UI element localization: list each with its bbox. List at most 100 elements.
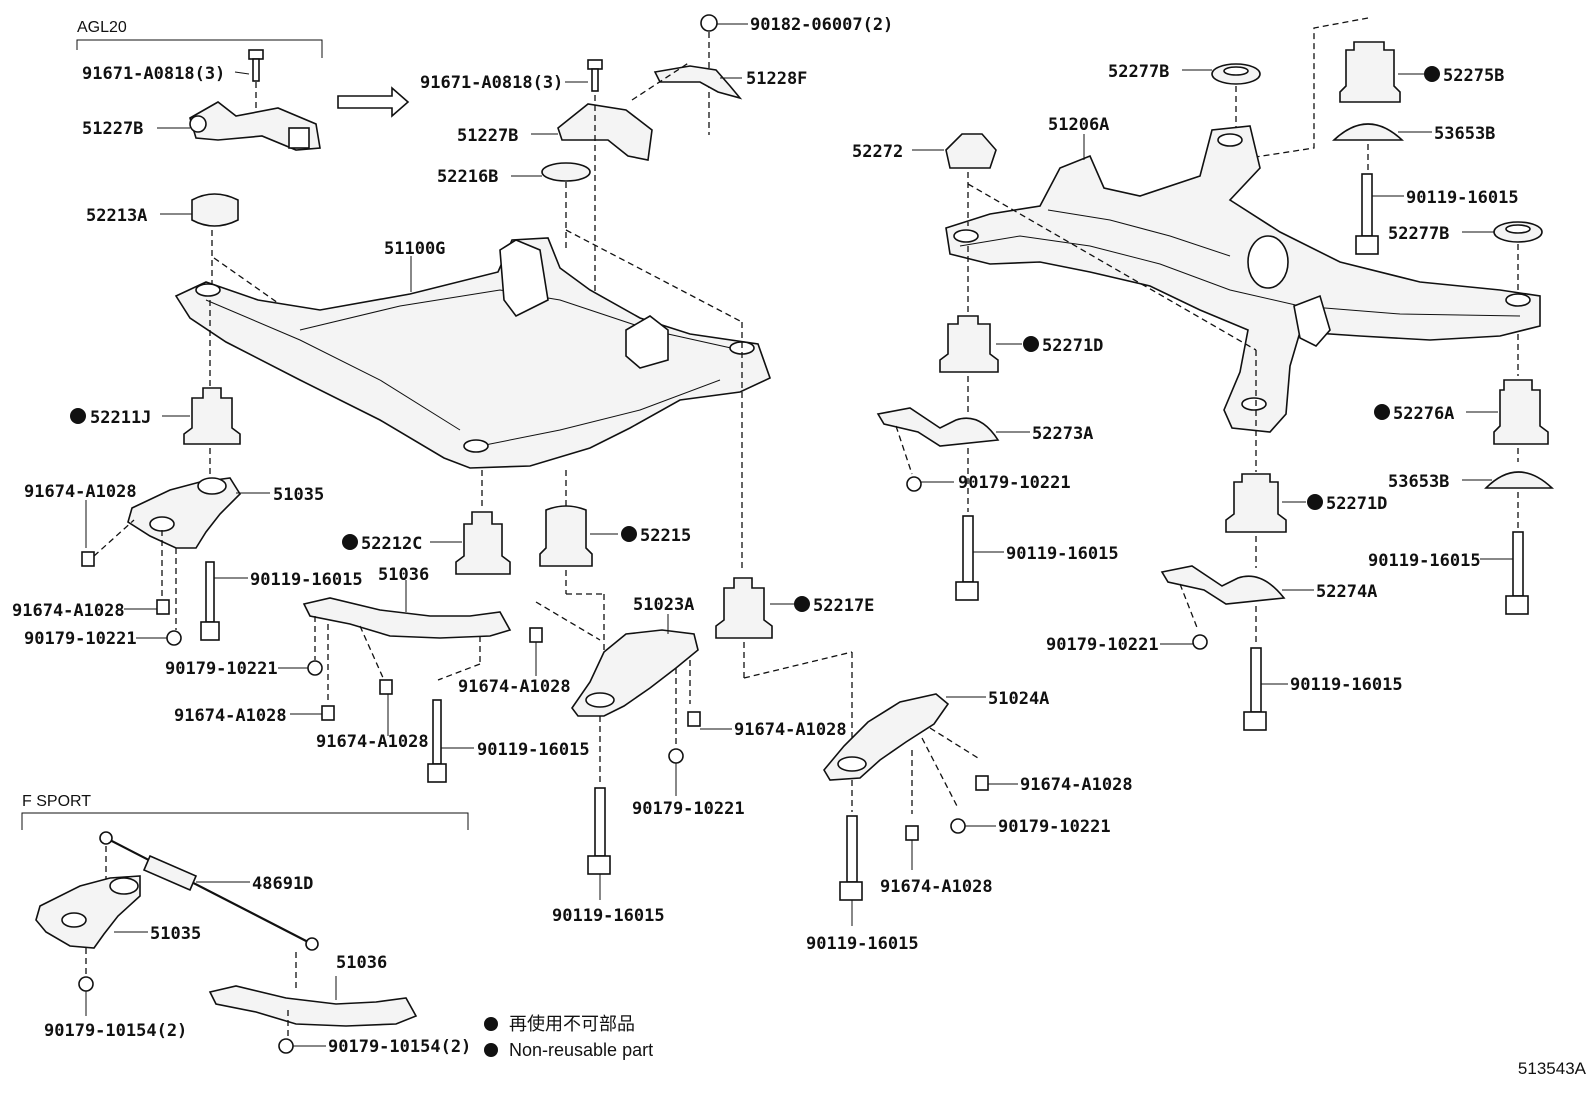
label-52213a: 52213A bbox=[86, 206, 147, 226]
label-52277b-1: 52277B bbox=[1108, 62, 1169, 82]
label-51100g: 51100G bbox=[384, 239, 445, 259]
bolt-90119-1 bbox=[200, 561, 220, 641]
non-reusable-mark-52276a bbox=[1374, 404, 1390, 420]
label-51206a: 51206A bbox=[1048, 115, 1109, 135]
label-51024a: 51024A bbox=[988, 689, 1049, 709]
label-91674-a1028-7: 91674-A1028 bbox=[1020, 775, 1133, 795]
bolt-90119-5 bbox=[1355, 173, 1379, 255]
label-90179-10154-f1: 90179-10154(2) bbox=[44, 1021, 187, 1041]
label-90119-16015-8: 90119-16015 bbox=[1290, 675, 1403, 695]
bushing-52276a bbox=[1493, 379, 1549, 445]
label-52273a: 52273A bbox=[1032, 424, 1093, 444]
legend: 再使用不可部品 Non-reusable part bbox=[484, 1014, 653, 1060]
label-91671-a0818-agl20: 91671-A0818(3) bbox=[82, 64, 225, 84]
label-90119-16015-6: 90119-16015 bbox=[1006, 544, 1119, 564]
label-90119-16015-2: 90119-16015 bbox=[477, 740, 590, 760]
nut-90179-f2 bbox=[278, 1038, 294, 1054]
label-91674-a1028-5: 91674-A1028 bbox=[458, 677, 571, 697]
legend-jp: 再使用不可部品 bbox=[509, 1014, 635, 1034]
non-reusable-mark-52212c bbox=[342, 534, 358, 550]
crossmember-51206a bbox=[945, 125, 1541, 433]
label-90119-16015-7: 90119-16015 bbox=[1368, 551, 1481, 571]
label-51035-f: 51035 bbox=[150, 924, 201, 944]
bushing-52271d-1 bbox=[939, 315, 999, 373]
bolt-91674-6 bbox=[687, 711, 701, 727]
non-reusable-mark-52271d-1 bbox=[1023, 336, 1039, 352]
label-90179-10221-5: 90179-10221 bbox=[958, 473, 1071, 493]
label-51036: 51036 bbox=[378, 565, 429, 585]
label-52275b: 52275B bbox=[1443, 66, 1504, 86]
legend-dot-jp bbox=[484, 1017, 498, 1031]
washer-53653b-1 bbox=[1331, 123, 1405, 141]
label-90179-10221-1: 90179-10221 bbox=[24, 629, 137, 649]
rear-crossmember-group: 52277B 52275B 53653B 90119-16015 52277B bbox=[852, 17, 1555, 731]
bushing-52216b bbox=[541, 162, 591, 182]
label-52272: 52272 bbox=[852, 142, 903, 162]
label-91674-a1028-8: 91674-A1028 bbox=[880, 877, 993, 897]
bolt-91674-5 bbox=[529, 627, 543, 643]
label-90119-16015-5: 90119-16015 bbox=[1406, 188, 1519, 208]
agl20-group: AGL20 91671-A0818(3) 51227B bbox=[76, 19, 323, 151]
label-52271d-2: 52271D bbox=[1326, 494, 1387, 514]
label-48691d: 48691D bbox=[252, 874, 313, 894]
bushing-52217e bbox=[715, 577, 773, 639]
nut-90179-4 bbox=[950, 818, 966, 834]
bolt-90119-3 bbox=[587, 787, 611, 875]
non-reusable-mark-52211j bbox=[70, 408, 86, 424]
nut-90179-f1 bbox=[78, 976, 94, 992]
f-sport-bracket bbox=[21, 812, 469, 830]
label-90179-10154-f2: 90179-10154(2) bbox=[328, 1037, 471, 1057]
label-90119-16015-3: 90119-16015 bbox=[552, 906, 665, 926]
f-sport-group: F SPORT 48691D 51035 90179-10154(2) 5103… bbox=[21, 793, 471, 1057]
group-label-agl20: AGL20 bbox=[77, 19, 127, 36]
label-91674-a1028-6: 91674-A1028 bbox=[734, 720, 847, 740]
label-90179-10221-3: 90179-10221 bbox=[632, 799, 745, 819]
bushing-52211j bbox=[183, 387, 241, 445]
nut-90179-5 bbox=[906, 476, 922, 492]
group-label-f-sport: F SPORT bbox=[22, 793, 91, 810]
bolt-90119-6 bbox=[955, 515, 979, 601]
label-90179-10221-2: 90179-10221 bbox=[165, 659, 278, 679]
bolt-91674-8 bbox=[905, 825, 919, 841]
bolt-90119-7 bbox=[1505, 531, 1529, 615]
label-52277b-2: 52277B bbox=[1388, 224, 1449, 244]
nut-90179-6 bbox=[1192, 634, 1208, 650]
non-reusable-mark-52217e bbox=[794, 596, 810, 612]
label-51227b-agl20: 51227B bbox=[82, 119, 143, 139]
label-52212c: 52212C bbox=[361, 534, 422, 554]
arrow-right-icon bbox=[337, 86, 410, 118]
bolt-90119-4 bbox=[839, 815, 863, 901]
label-91674-a1028-4: 91674-A1028 bbox=[316, 732, 429, 752]
label-91674-a1028-3: 91674-A1028 bbox=[174, 706, 287, 726]
bolt-90119-8 bbox=[1243, 647, 1267, 731]
label-90179-10221-4: 90179-10221 bbox=[998, 817, 1111, 837]
nut-90179-1 bbox=[166, 630, 182, 646]
bushing-52215 bbox=[539, 505, 593, 567]
bolt-91674-3 bbox=[321, 705, 335, 721]
label-52274a: 52274A bbox=[1316, 582, 1377, 602]
bracket-51035-f bbox=[35, 875, 141, 949]
label-90179-10221-6: 90179-10221 bbox=[1046, 635, 1159, 655]
brace-48691d bbox=[99, 831, 319, 951]
plate-51228f bbox=[653, 65, 743, 100]
crossmember-51100g bbox=[174, 237, 771, 469]
nut-90179-3 bbox=[668, 748, 684, 764]
label-51036-f: 51036 bbox=[336, 953, 387, 973]
bushing-52275b bbox=[1339, 41, 1401, 103]
legend-dot-en bbox=[484, 1043, 498, 1057]
label-91671-a0818: 91671-A0818(3) bbox=[420, 73, 563, 93]
label-90119-16015-4: 90119-16015 bbox=[806, 934, 919, 954]
label-53653b-1: 53653B bbox=[1434, 124, 1495, 144]
non-reusable-mark-52271d-2 bbox=[1307, 494, 1323, 510]
label-53653b-2: 53653B bbox=[1388, 472, 1449, 492]
bolt-91674-2 bbox=[156, 599, 170, 615]
bushing-52213a bbox=[191, 193, 239, 227]
bolt-90119-2 bbox=[427, 699, 447, 783]
bushing-52271d-2 bbox=[1225, 473, 1287, 533]
non-reusable-mark-52215 bbox=[621, 526, 637, 542]
label-90182-06007: 90182-06007(2) bbox=[750, 15, 893, 35]
front-crossmember-group: 91671-A0818(3) 90182-06007(2) 51228F 512… bbox=[12, 14, 1133, 954]
stopper-52274a bbox=[1160, 565, 1286, 605]
nut-90179-2 bbox=[307, 660, 323, 676]
